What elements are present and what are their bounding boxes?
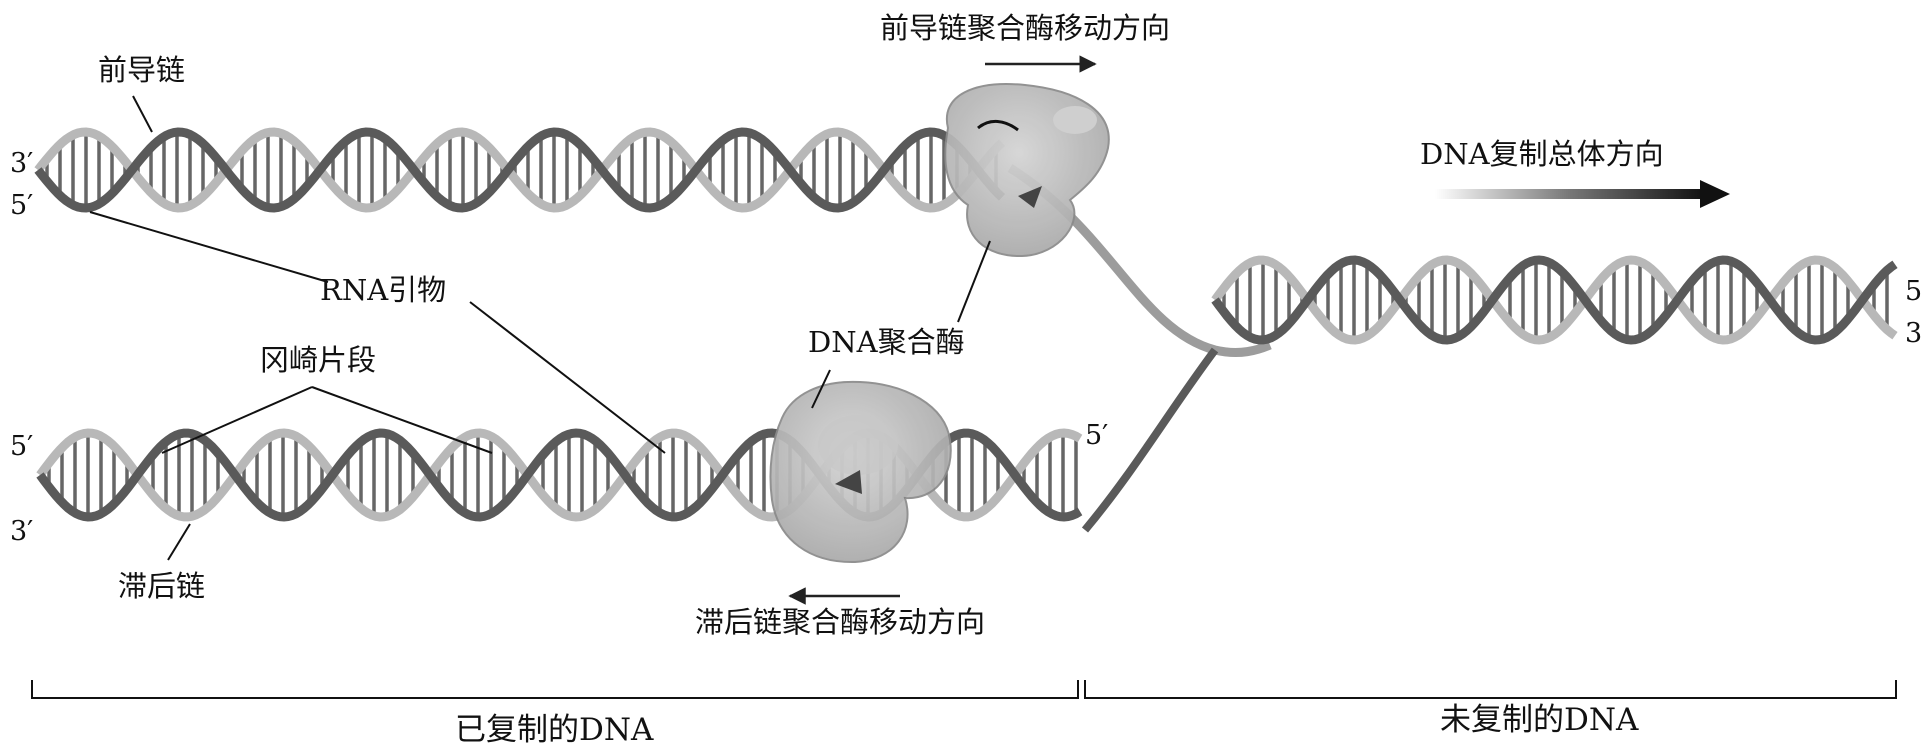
lagging-fork-5prime-label: 5′ [1085,420,1108,451]
bottom-left-3prime-label: 3′ [10,516,33,547]
top-left-3prime-label: 3′ [10,148,33,179]
lagging-strand-label: 滞后链 [118,569,205,603]
replicated-bracket [32,680,1078,698]
unreplicated-bracket [1085,680,1896,698]
overall-direction-label: DNA复制总体方向 [1420,137,1664,171]
right-3-end-label: 3 [1905,318,1922,349]
leading-strand-label: 前导链 [98,53,185,87]
top-left-5prime-label: 5′ [10,190,33,221]
replicated-dna-label: 已复制的DNA [455,712,654,748]
leading-direction-label: 前导链聚合酶移动方向 [880,11,1170,45]
leading-strand-helix [38,132,1002,208]
lagging-dna-polymerase [770,382,950,562]
overall-direction-arrow [1435,180,1730,208]
lagging-direction-label: 滞后链聚合酶移动方向 [695,605,985,639]
rna-primer-label: RNA引物 [320,273,446,307]
bottom-left-5prime-label: 5′ [10,431,33,462]
okazaki-fragment-label: 冈崎片段 [260,343,376,377]
unreplicated-dna-label: 未复制的DNA [1440,702,1639,738]
unreplicated-dna-helix [1215,260,1895,340]
right-5-end-label: 5 [1905,276,1922,307]
dna-polymerase-label: DNA聚合酶 [808,325,965,359]
base-pair-rungs [47,135,996,205]
